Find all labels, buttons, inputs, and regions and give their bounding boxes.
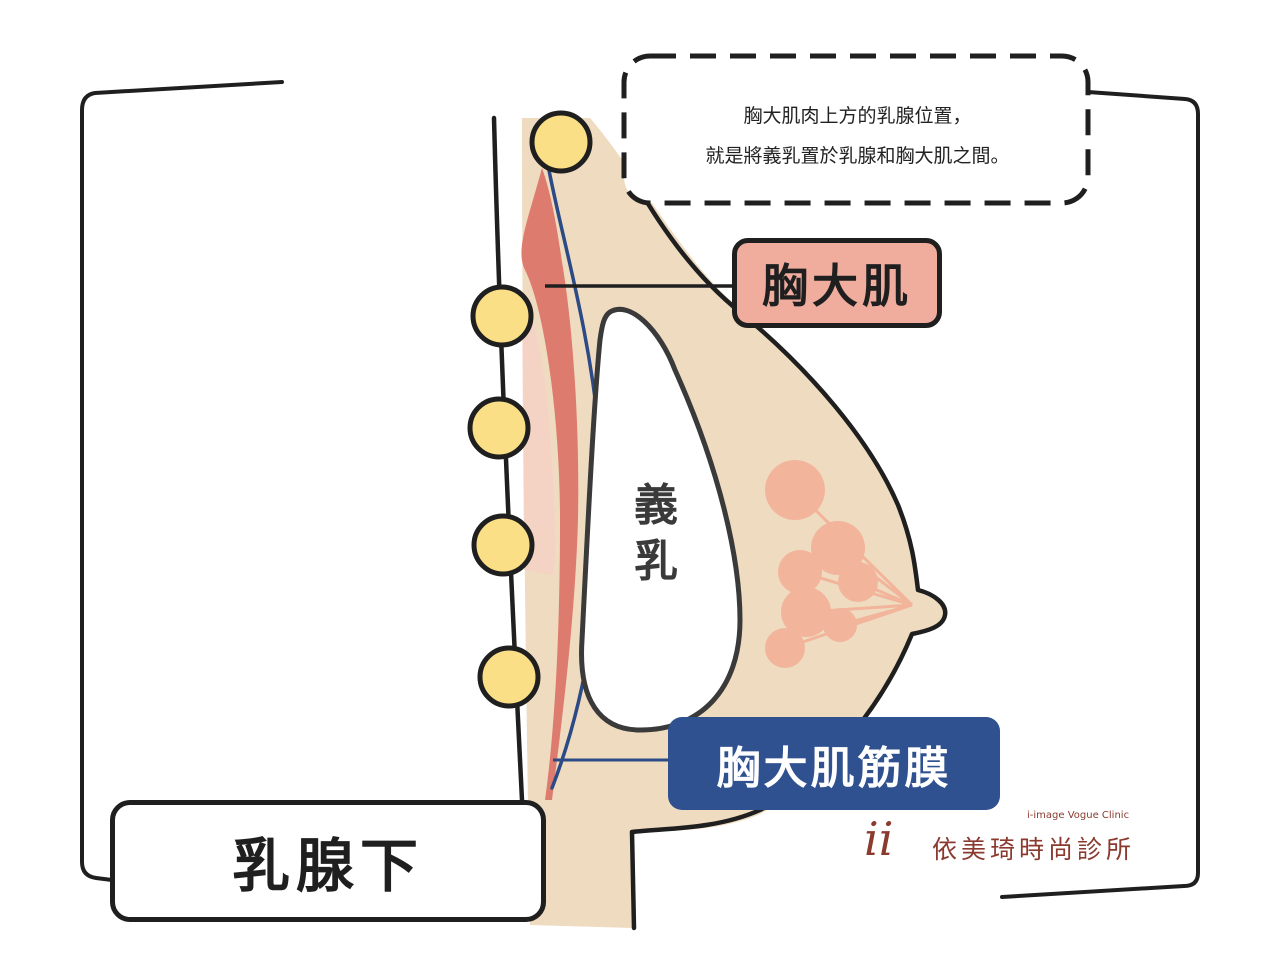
chest-wall-line xyxy=(491,115,525,803)
rib-cross-section-icon xyxy=(467,110,593,709)
left-frame-bracket xyxy=(80,80,284,882)
implant-label: 義 乳 xyxy=(628,478,684,590)
rib-1 xyxy=(529,110,593,174)
callout-line-1: 胸大肌肉上方的乳腺位置， xyxy=(743,105,972,127)
rib-5 xyxy=(477,645,541,709)
clinic-logo: ii i-image Vogue Clinic 依美琦時尚診所 xyxy=(862,808,1152,868)
callout-dashed-box xyxy=(621,53,1091,206)
rib-3 xyxy=(467,396,531,460)
callout-line-2: 就是將義乳置於乳腺和胸大肌之間。 xyxy=(705,145,1010,167)
clinic-logo-subtitle: i-image Vogue Clinic xyxy=(1027,810,1130,821)
callout-text: 胸大肌肉上方的乳腺位置， 就是將義乳置於乳腺和胸大肌之間。 xyxy=(630,96,1085,176)
pectoral-muscle-shape xyxy=(521,168,579,800)
implant-label-char-1: 義 xyxy=(634,480,678,531)
right-frame-bracket xyxy=(1000,90,1200,899)
clinic-logo-name: 依美琦時尚診所 xyxy=(932,835,1136,864)
clinic-logo-mark: ii xyxy=(864,812,894,866)
mammary-gland-icon xyxy=(765,460,914,668)
implant-label-char-2: 乳 xyxy=(634,536,678,587)
muscle-lining xyxy=(522,300,555,575)
rib-2 xyxy=(470,284,534,348)
pectoral-fascia-label: 胸大肌筋膜 xyxy=(668,717,1000,810)
implant-shape xyxy=(579,306,743,733)
subglandular-label: 乳腺下 xyxy=(110,800,546,922)
rib-4 xyxy=(471,513,535,577)
pectoral-muscle-label: 胸大肌 xyxy=(732,238,942,328)
